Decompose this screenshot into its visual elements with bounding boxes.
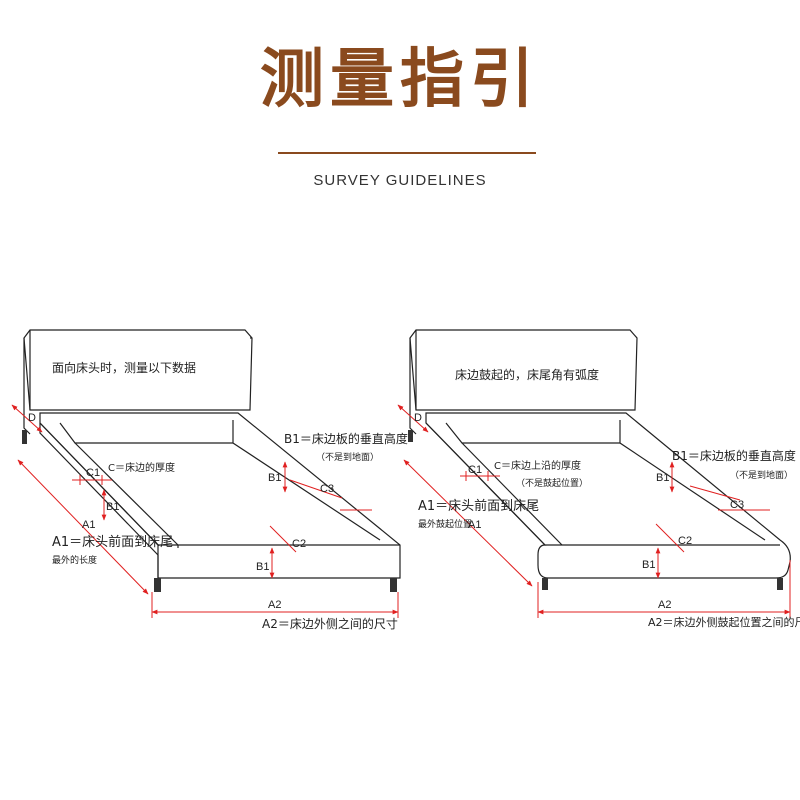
page-subtitle: SURVEY GUIDELINES: [313, 172, 487, 189]
right-label-a2: A2: [658, 599, 671, 611]
left-c1-note: C＝床边的厚度: [108, 461, 175, 474]
page-title: 测量指引: [260, 43, 540, 117]
left-a1-note2: 最外的长度: [52, 554, 97, 566]
left-label-d: D: [28, 412, 36, 424]
right-c1-note2: （不是鼓起位置）: [516, 477, 588, 489]
left-label-c2: C2: [292, 538, 306, 550]
right-bed-diagram: 床边鼓起的，床尾角有弧度 D A1 C1 C＝床边上沿的厚度 （不是鼓起位置） …: [397, 329, 800, 629]
right-b1-note2: （不是到地面）: [730, 469, 793, 481]
right-a1-note2: 最外鼓起位置: [418, 518, 472, 530]
left-b1-note2: （不是到地面）: [316, 451, 379, 463]
right-leg-back: [408, 430, 413, 442]
right-label-b1-right: B1: [656, 472, 669, 484]
right-leg-front-right: [777, 578, 783, 590]
right-label-d: D: [414, 412, 422, 424]
right-headboard-note: 床边鼓起的，床尾角有弧度: [455, 367, 599, 382]
title-divider: [278, 152, 536, 154]
right-bed-frame: [425, 412, 791, 579]
left-a1-note: A1＝床头前面到床尾: [52, 534, 173, 550]
left-label-b1-front: B1: [256, 561, 269, 573]
left-leg-back: [22, 430, 27, 444]
right-label-c1: C1: [468, 464, 482, 476]
left-leg-front-right: [390, 578, 397, 592]
left-label-c3: C3: [320, 483, 334, 495]
right-a2-note: A2＝床边外侧鼓起位置之间的尺寸: [648, 615, 800, 629]
right-label-b1-front: B1: [642, 559, 655, 571]
left-label-a1: A1: [82, 519, 95, 531]
left-label-c1: C1: [86, 467, 100, 479]
left-bed-diagram: 面向床头时，测量以下数据 D A1 C1 C＝床边的厚度 B1 B1 B: [11, 329, 408, 631]
left-label-b1-side: B1: [106, 501, 119, 513]
left-b1-note: B1＝床边板的垂直高度: [284, 431, 408, 446]
left-headboard-note: 面向床头时，测量以下数据: [52, 360, 196, 375]
right-label-a1: A1: [468, 519, 481, 531]
left-label-a2: A2: [268, 599, 281, 611]
right-a1-note: A1＝床头前面到床尾: [418, 498, 539, 514]
left-leg-front-left: [154, 578, 161, 592]
right-label-c3: C3: [730, 499, 744, 511]
right-leg-front-left: [542, 578, 548, 590]
left-label-b1-right: B1: [268, 472, 281, 484]
left-a2-note: A2＝床边外侧之间的尺寸: [262, 616, 398, 631]
right-label-c2: C2: [678, 535, 692, 547]
right-b1-note: B1＝床边板的垂直高度: [672, 448, 796, 463]
right-c1-note: C＝床边上沿的厚度: [494, 459, 581, 472]
